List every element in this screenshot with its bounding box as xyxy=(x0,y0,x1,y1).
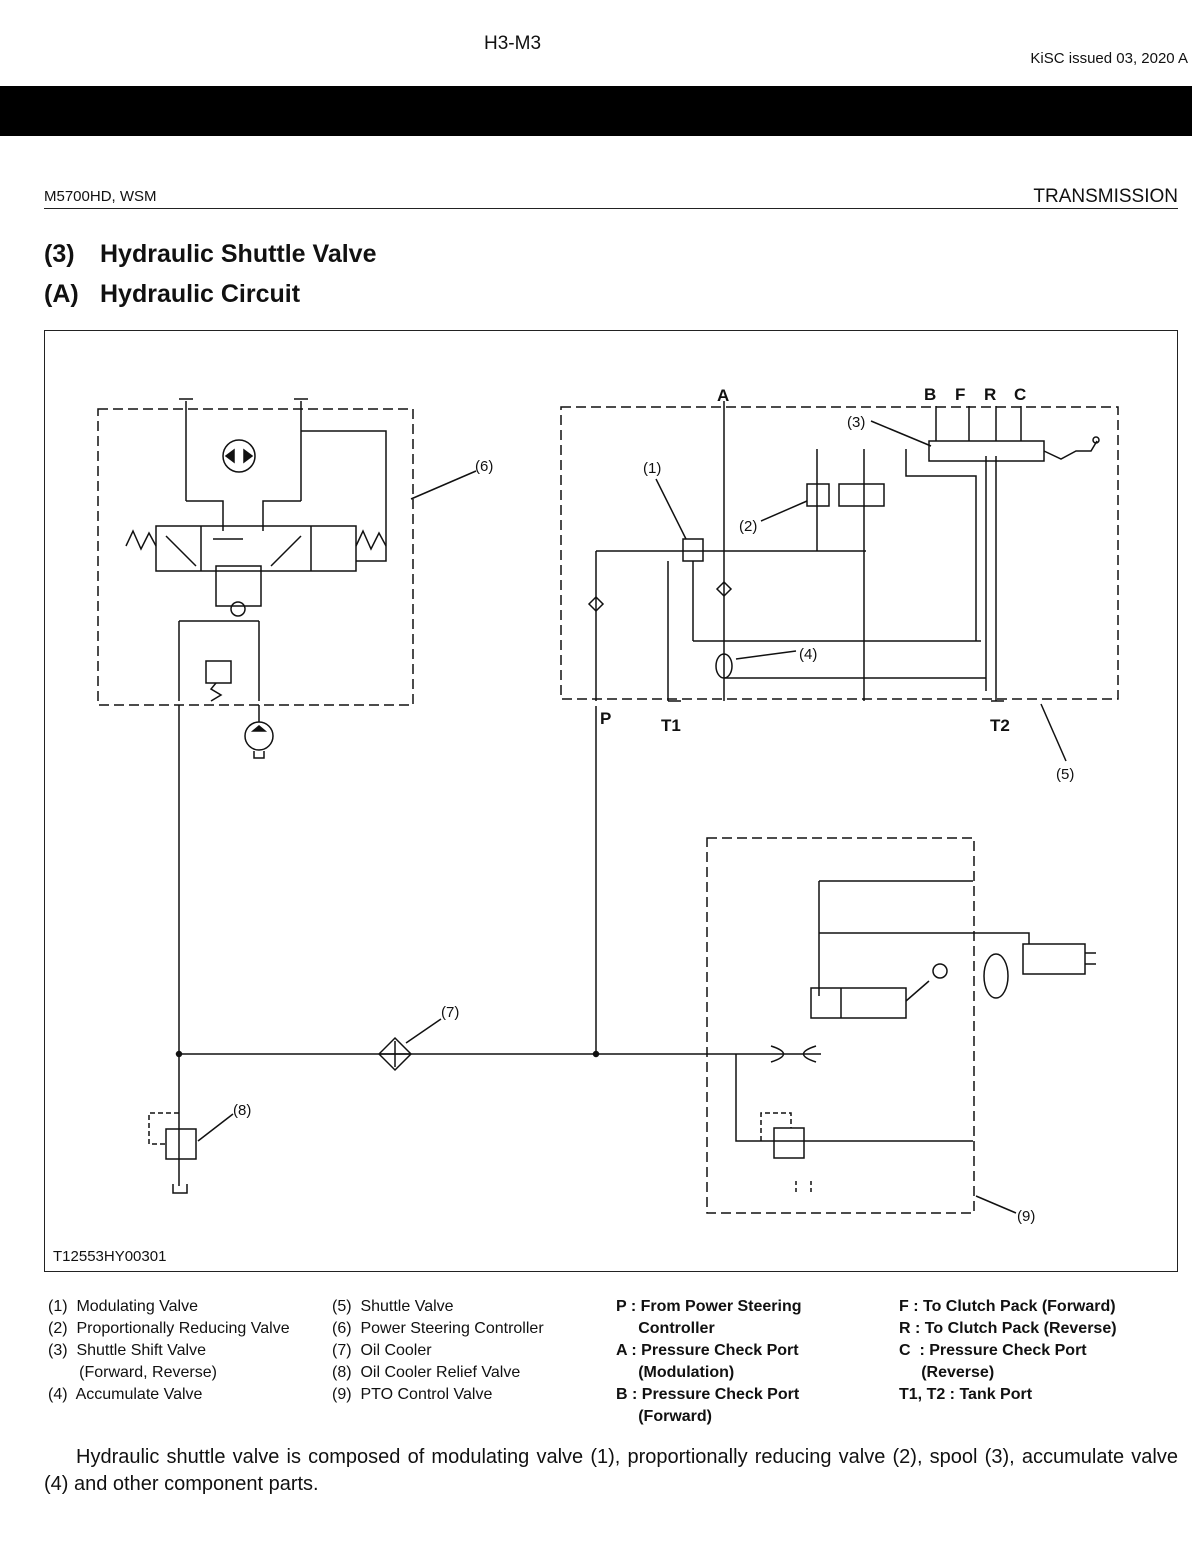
callout-7: (7) xyxy=(441,1004,459,1021)
oil-cooler-relief-valve xyxy=(148,1112,197,1194)
legend-item: (7) Oil Cooler xyxy=(332,1342,432,1359)
port-t2: T2 xyxy=(990,716,1010,735)
port-a: A xyxy=(717,386,729,405)
callout-3: (3) xyxy=(847,414,865,431)
legend-item: (5) Shuttle Valve xyxy=(332,1298,454,1315)
circuit-diagram: (6) (1) (2) (3) (4) (5) (7) (8) (9) A B … xyxy=(97,385,1119,1225)
legend-item: (6) Power Steering Controller xyxy=(332,1320,544,1337)
callout-5: (5) xyxy=(1056,766,1074,783)
header-band xyxy=(0,86,1192,136)
legend-item: R : To Clutch Pack (Reverse) xyxy=(899,1320,1117,1337)
port-t1: T1 xyxy=(661,716,681,735)
body-paragraph: Hydraulic shuttle valve is composed of m… xyxy=(44,1446,1178,1495)
legend-item: B : Pressure Check Port xyxy=(616,1386,800,1403)
callout-8: (8) xyxy=(233,1102,251,1119)
page-code: H3-M3 xyxy=(484,33,542,54)
port-f: F xyxy=(955,385,965,404)
legend-column-3: P : From Power Steering Controller A : P… xyxy=(616,1296,802,1428)
heading-text: Hydraulic Circuit xyxy=(100,280,301,308)
heading-shuttle-valve: (3) Hydraulic Shuttle Valve xyxy=(44,240,377,269)
figure-code: T12553HY00301 xyxy=(53,1248,167,1265)
callout-1: (1) xyxy=(643,460,661,477)
legend-column-1: (1) Modulating Valve (2) Proportionally … xyxy=(48,1296,290,1406)
port-p: P xyxy=(600,709,611,728)
legend-column-4: F : To Clutch Pack (Forward) R : To Clut… xyxy=(899,1296,1117,1406)
legend-item: (Reverse) xyxy=(899,1364,995,1381)
legend-item: (1) Modulating Valve xyxy=(48,1298,198,1315)
shuttle-valve-block xyxy=(560,401,1119,702)
heading-number: (3) xyxy=(44,240,75,268)
model-label: M5700HD, WSM xyxy=(44,188,157,205)
legend-item: C : Pressure Check Port xyxy=(899,1342,1087,1359)
legend-item: (Forward, Reverse) xyxy=(48,1364,217,1381)
hydraulic-circuit-figure: (6) (1) (2) (3) (4) (5) (7) (8) (9) A B … xyxy=(44,330,1178,1272)
heading-hydraulic-circuit: (A) Hydraulic Circuit xyxy=(44,280,300,309)
legend-item: (2) Proportionally Reducing Valve xyxy=(48,1320,290,1337)
legend-item: A : Pressure Check Port xyxy=(616,1342,799,1359)
legend-column-2: (5) Shuttle Valve (6) Power Steering Con… xyxy=(332,1296,544,1406)
legend-item: Controller xyxy=(616,1320,715,1337)
legend-item: T1, T2 : Tank Port xyxy=(899,1386,1033,1403)
callout-leaders xyxy=(197,420,1067,1214)
legend-item: (9) PTO Control Valve xyxy=(332,1386,493,1403)
power-steering-controller xyxy=(97,398,414,759)
header-rule xyxy=(44,208,1178,209)
heading-number: (A) xyxy=(44,280,79,308)
legend-item: (8) Oil Cooler Relief Valve xyxy=(332,1364,521,1381)
callout-2: (2) xyxy=(739,518,757,535)
callout-6: (6) xyxy=(475,458,493,475)
main-lines xyxy=(175,705,706,1186)
legend-item: F : To Clutch Pack (Forward) xyxy=(899,1298,1116,1315)
pto-control-valve xyxy=(706,837,1096,1214)
callout-9: (9) xyxy=(1017,1208,1035,1225)
issue-label: KiSC issued 03, 2020 A xyxy=(1030,50,1188,67)
port-b: B xyxy=(924,385,936,404)
legend-item: (4) Accumulate Valve xyxy=(48,1386,203,1403)
port-r: R xyxy=(984,385,996,404)
legend-item: (Forward) xyxy=(616,1408,712,1425)
heading-text: Hydraulic Shuttle Valve xyxy=(100,240,377,268)
port-c: C xyxy=(1014,385,1026,404)
legend-item: P : From Power Steering xyxy=(616,1298,802,1315)
section-title: TRANSMISSION xyxy=(1033,186,1178,207)
legend-item: (Modulation) xyxy=(616,1364,735,1381)
callout-4: (4) xyxy=(799,646,817,663)
legend-item: (3) Shuttle Shift Valve xyxy=(48,1342,206,1359)
